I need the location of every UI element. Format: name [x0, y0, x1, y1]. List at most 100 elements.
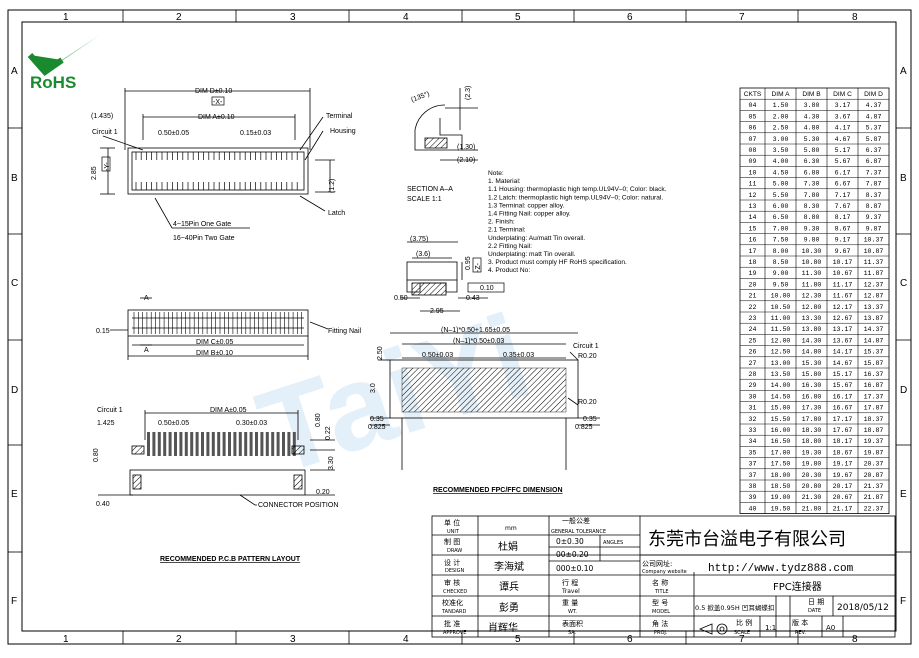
tol2: 00±0.20 — [556, 550, 589, 559]
pcb-pad — [292, 432, 296, 456]
ckts-cell: 11.87 — [864, 270, 884, 277]
ckts-cell: 8.30 — [804, 203, 820, 210]
note-line: 1.3 Terminal: copper alloy. — [488, 202, 565, 209]
bottom-d015: 0.15 — [96, 328, 110, 335]
bottom-dim-b: DIM B±0.10 — [196, 350, 233, 357]
ckts-cell: 13.80 — [802, 326, 822, 333]
ckts-cell: 17 — [749, 248, 757, 255]
ckts-cell: 4.37 — [866, 102, 882, 109]
appr-en: APPROVE — [443, 630, 466, 636]
fpc-n2: (N–1)*0.50±0.03 — [453, 338, 504, 345]
ckts-header-cell: DIM C — [833, 91, 852, 98]
ckts-cell: 18.80 — [802, 438, 822, 445]
flatness-box — [467, 282, 505, 293]
ckts-cell: 4.00 — [773, 158, 789, 165]
ckts-cell: 2.50 — [773, 125, 789, 132]
col-label-bottom: 6 — [627, 634, 633, 645]
side-d043: 0.43 — [466, 295, 480, 302]
ckts-cell: 5.50 — [773, 192, 789, 199]
inner-border — [21, 21, 897, 632]
ckts-cell: 5.00 — [773, 181, 789, 188]
pcb-pad — [190, 432, 194, 456]
design-en: DESIGN — [445, 568, 465, 574]
ckts-cell: 17.67 — [833, 427, 853, 434]
ckts-cell: 22.37 — [864, 505, 884, 512]
pcb-pad — [211, 432, 215, 456]
note-line: Underplating: matt Tin overall. — [488, 251, 576, 258]
ckts-cell: 15.37 — [864, 349, 884, 356]
projection-symbol-icon — [698, 623, 728, 635]
ckts-cell: 13.30 — [802, 315, 822, 322]
ckts-cell: 10.37 — [864, 237, 884, 244]
fpc-r020: R0.20 — [578, 353, 597, 360]
ckts-cell: 18.87 — [864, 427, 884, 434]
top-height: 2.85 — [91, 166, 98, 180]
model-cn: 型 号 — [652, 598, 668, 607]
ckts-cell: 9.50 — [773, 281, 789, 288]
ckts-cell: 7.80 — [804, 192, 820, 199]
ckts-cell: 14.80 — [802, 349, 822, 356]
ckts-cell: 13.17 — [833, 326, 853, 333]
date-val: 2018/05/12 — [837, 603, 889, 613]
pcb-pad — [222, 432, 226, 456]
ckts-cell: 10.00 — [771, 293, 791, 300]
top-datum-y: -Y- — [104, 162, 111, 171]
design-name: 李海斌 — [494, 560, 524, 573]
ckts-cell: 2.00 — [773, 113, 789, 120]
ckts-cell: 11.50 — [771, 326, 791, 333]
surf-cn: 表面积 — [562, 619, 583, 628]
ckts-cell: 06 — [749, 125, 757, 132]
ckts-cell: 12.50 — [771, 349, 791, 356]
ckts-cell: 24 — [749, 326, 757, 333]
ckts-cell: 23 — [749, 315, 757, 322]
side-flat: 0.10 — [480, 285, 494, 292]
bottom-view — [110, 297, 329, 360]
ckts-cell: 18.50 — [771, 483, 791, 490]
col-label-top: 6 — [627, 12, 633, 23]
ckts-cell: 38 — [749, 483, 757, 490]
pcb-pad — [249, 432, 253, 456]
fpc-circuit-label: Circuit 1 — [573, 343, 599, 350]
tol3: 000±0.10 — [556, 564, 594, 573]
ckts-cell: 16.50 — [771, 438, 791, 445]
ckts-cell: 13.37 — [864, 304, 884, 311]
col-label-bottom: 4 — [403, 634, 409, 645]
col-label-top: 4 — [403, 12, 409, 23]
section-d130: (1.30) — [457, 144, 475, 151]
ckts-cell: 17.50 — [771, 461, 791, 468]
ckts-header-cell: DIM A — [772, 91, 791, 98]
ckts-cell: 35 — [749, 449, 757, 456]
check-name: 谭兵 — [499, 580, 519, 593]
ckts-cell: 13.67 — [833, 337, 853, 344]
trip-en: Travel — [561, 588, 580, 595]
fpc-d035: 0.35 — [370, 416, 384, 423]
rohs-logo: RoHS — [27, 35, 100, 92]
fpc-d30: 3.0 — [370, 383, 377, 393]
ckts-cell: 4.67 — [835, 136, 851, 143]
model-val: 0.5 掀盖0.95H 凹耳蝴蝶扣 — [695, 603, 774, 612]
ckts-cell: 8.00 — [773, 248, 789, 255]
ckts-cell: 15.30 — [802, 360, 822, 367]
fpc-r020b: R0.20 — [578, 399, 597, 406]
date-en: DATE — [808, 608, 821, 614]
col-label-top: 1 — [63, 12, 69, 23]
ckts-cell: 19.17 — [833, 461, 853, 468]
wt-en: WT. — [568, 609, 577, 615]
ckts-cell: 6.67 — [835, 181, 851, 188]
ckts-cell: 4.30 — [804, 113, 820, 120]
ckts-cell: 16.30 — [802, 382, 822, 389]
side-d095: 0.95 — [465, 256, 472, 270]
ckts-cell: 19.30 — [802, 449, 822, 456]
ckts-cell: 11.30 — [802, 270, 822, 277]
proj-cn: 角 法 — [652, 619, 668, 628]
pcb-pad — [228, 432, 231, 456]
side-d36: (3.6) — [416, 251, 430, 258]
ckts-cell: 16 — [749, 237, 757, 244]
fpc-d0825b: 0.825 — [575, 424, 593, 431]
section-d23: (2.3) — [465, 86, 472, 100]
ckts-cell: 10.87 — [864, 248, 884, 255]
ckts-cell: 19.37 — [864, 438, 884, 445]
ckts-cell: 13.50 — [771, 371, 791, 378]
ckts-cell: 16.87 — [864, 382, 884, 389]
